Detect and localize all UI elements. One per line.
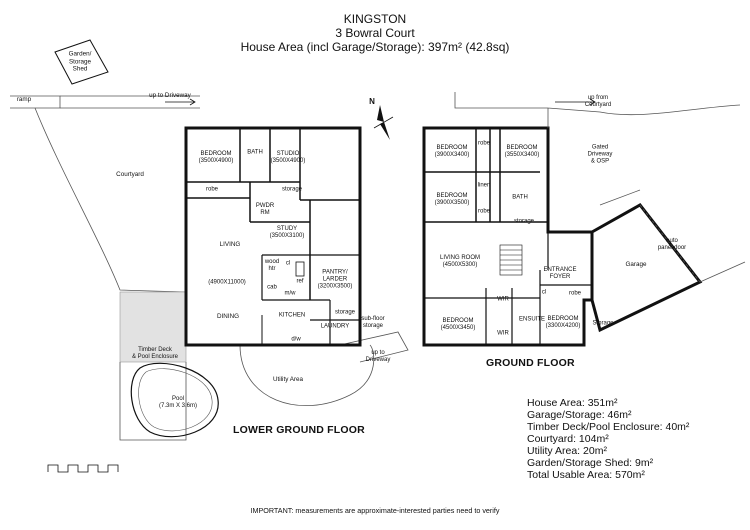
heading-ground-floor: GROUND FLOOR xyxy=(486,357,575,369)
area-garage-storage: Garage/Storage: 46m² xyxy=(527,409,632,421)
label-living-room: LIVING ROOM (4500X5300) xyxy=(439,255,481,268)
garden-shed-outline xyxy=(54,39,109,85)
label-entrance-foyer: ENTRANCE FOYER xyxy=(543,267,577,280)
label-garage: Garage xyxy=(625,261,647,269)
label-bedroom-5: BEDROOM (3300X4200) xyxy=(545,316,581,329)
label-living: LIVING xyxy=(219,241,241,249)
label-g-bath: BATH xyxy=(512,194,528,201)
label-g-storage: storage xyxy=(513,218,535,225)
area-house: House Area: 351m² xyxy=(527,397,618,409)
label-g-storage-2: Storage xyxy=(592,320,614,327)
heading-lower-ground-floor: LOWER GROUND FLOOR xyxy=(233,424,365,436)
label-lg-bath: BATH xyxy=(247,149,263,156)
footer-note: IMPORTANT: measurements are approximate-… xyxy=(250,506,500,515)
plan-title: KINGSTON xyxy=(343,12,407,26)
label-pwdr-rm: PWDR RM xyxy=(255,203,275,216)
label-bedroom-1: BEDROOM (3900X3400) xyxy=(434,145,470,158)
timber-deck-area xyxy=(119,291,187,363)
label-utility-area: Utility Area xyxy=(272,376,304,384)
garage-panel-door xyxy=(639,204,701,283)
label-lg-cl: cl xyxy=(285,260,291,267)
label-wir-1: WIR xyxy=(497,296,509,303)
label-ramp: ramp xyxy=(16,96,32,104)
label-linen: linen xyxy=(477,182,491,189)
label-lg-bedroom: BEDROOM (3500X4900) xyxy=(198,151,234,164)
compass-icon xyxy=(373,105,394,140)
label-lg-robe: robe xyxy=(205,186,219,193)
label-living-size: (4900X11000) xyxy=(208,279,246,286)
label-timber-deck: Timber Deck & Pool Enclosure xyxy=(131,347,179,360)
area-utility: Utility Area: 20m² xyxy=(527,445,607,457)
driveway-lines xyxy=(454,92,741,128)
label-wir-2: WIR xyxy=(497,330,509,337)
courtyard-boundary xyxy=(34,107,186,293)
label-bedroom-2: BEDROOM (3550X3400) xyxy=(504,145,540,158)
label-pool: Pool (7.3m X 3.6m) xyxy=(158,396,198,409)
area-garden-shed: Garden/Storage Shed: 9m² xyxy=(527,457,654,469)
label-mw: m/w xyxy=(284,290,296,297)
utility-area-outline xyxy=(239,344,375,407)
label-up-from-courtyard: up from Courtyard xyxy=(584,95,612,108)
fridge-box xyxy=(295,261,305,277)
pool-outline xyxy=(130,362,219,438)
area-courtyard: Courtyard: 104m² xyxy=(527,433,609,445)
pool-inner-outline xyxy=(138,368,213,432)
pool-enclosure-outline xyxy=(119,362,187,441)
garage-driveway-lines xyxy=(599,189,746,283)
label-dw: d/w xyxy=(291,336,301,343)
label-ref: ref xyxy=(296,278,304,285)
label-pantry: PANTRY/ LARDER (3200X3500) xyxy=(317,269,353,290)
label-g-cl: cl xyxy=(541,289,547,296)
label-up-to-driveway-2: up to Driveway xyxy=(365,350,391,363)
label-bedroom-4: BEDROOM (4500X3450) xyxy=(440,318,476,331)
label-kitchen: KITCHEN xyxy=(278,312,306,319)
arrow-up-courtyard-icon xyxy=(555,98,596,106)
label-bedroom-3: BEDROOM (3900X3500) xyxy=(434,193,470,206)
plan-address: 3 Bowral Court xyxy=(335,26,415,40)
label-lg-storage: storage xyxy=(281,186,303,193)
label-robe-2: robe xyxy=(477,208,491,215)
lower-ground-walls xyxy=(184,126,362,347)
label-sub-floor: sub-floor storage xyxy=(361,316,385,329)
area-total-usable: Total Usable Area: 570m² xyxy=(527,469,645,481)
arrow-up-driveway-icon xyxy=(165,98,196,106)
label-gated-driveway: Gated Driveway & OSP xyxy=(587,144,613,165)
scale-bar xyxy=(47,464,119,473)
area-timber-deck: Timber Deck/Pool Enclosure: 40m² xyxy=(527,421,690,433)
label-wood-htr: wood htr xyxy=(264,259,280,272)
compass-north-label: N xyxy=(369,97,375,107)
path-up-driveway-lower xyxy=(339,331,409,363)
label-garden-shed: Garden/ Storage Shed xyxy=(68,50,92,73)
label-dining: DINING xyxy=(216,313,240,321)
ground-walls xyxy=(422,126,594,347)
label-up-to-driveway: up to Driveway xyxy=(149,92,191,100)
label-study: STUDY (3500X3100) xyxy=(269,226,305,239)
label-laundry: LAUNDRY xyxy=(320,323,350,330)
label-cab: cab xyxy=(267,284,277,291)
label-robe-3: robe xyxy=(568,290,582,297)
label-lg-storage2: storage xyxy=(334,309,356,316)
path-up-driveway xyxy=(60,95,200,109)
label-robe-1: robe xyxy=(477,140,491,147)
label-studio: STUDIO (3500X4900) xyxy=(270,151,306,164)
label-courtyard: Courtyard xyxy=(116,171,144,179)
stairs xyxy=(499,244,523,276)
label-ensuite: ENSUITE xyxy=(518,316,546,323)
label-auto-panel-door: auto panel door xyxy=(657,238,687,251)
plan-house-area: House Area (incl Garage/Storage): 397m² … xyxy=(240,40,510,54)
